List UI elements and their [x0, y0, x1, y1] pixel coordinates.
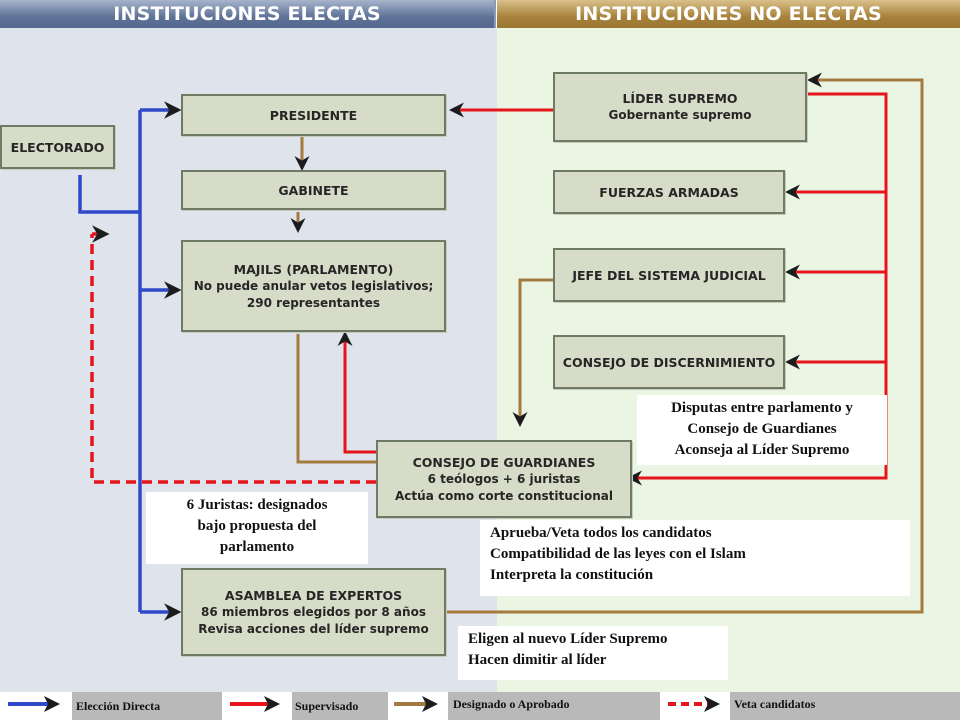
asamblea-title: ASAMBLEA DE EXPERTOS: [224, 587, 403, 603]
discernimiento-note: Disputas entre parlamento y Consejo de G…: [637, 395, 887, 465]
lider-title: LÍDER SUPREMO: [622, 91, 738, 106]
consejo-line2: Actúa como corte constitucional: [395, 488, 613, 503]
juristas-note: 6 Juristas: designados bajo propuesta de…: [146, 492, 368, 564]
gabinete-label: GABINETE: [278, 182, 349, 198]
asamblea-expertos-box: ASAMBLEA DE EXPERTOS 86 miembros elegido…: [181, 568, 446, 656]
presidente-box: PRESIDENTE: [181, 94, 446, 136]
legend-swatch-directa: [0, 692, 72, 720]
header-unelected: INSTITUCIONES NO ELECTAS: [497, 0, 960, 28]
red-arrow-icon: [230, 696, 280, 712]
consejo-note-line2: Compatibilidad de las leyes con el Islam: [490, 546, 746, 562]
consejo-line1: 6 teólogos + 6 juristas: [427, 471, 581, 486]
legend-directa-label: Elección Directa: [76, 699, 161, 713]
red-dashed-arrow-icon: [668, 696, 720, 712]
supervised-lines: [337, 92, 888, 486]
discern-note-line2: Consejo de Guardianes: [687, 421, 837, 437]
majlis-title: MAJILS (PARLAMENTO): [233, 261, 394, 277]
majlis-box: MAJILS (PARLAMENTO) No puede anular veto…: [181, 240, 446, 332]
discernimiento-label: CONSEJO DE DISCERNIMIENTO: [562, 354, 776, 370]
legend-swatch-veta: [660, 692, 730, 720]
juristas-note-line1: 6 Juristas: designados: [186, 497, 328, 513]
header-elected: INSTITUCIONES ELECTAS: [0, 0, 496, 28]
consejo-note: Aprueba/Veta todos los candidatos Compat…: [480, 520, 910, 596]
consejo-discernimiento-box: CONSEJO DE DISCERNIMIENTO: [553, 335, 785, 389]
direct-election-lines: [78, 101, 182, 621]
appointed-lines: [290, 72, 924, 614]
asamblea-line1: 86 miembros elegidos por 8 años: [201, 604, 426, 619]
discern-note-line1: Disputas entre parlamento y: [671, 400, 853, 416]
brown-arrow-icon: [394, 696, 438, 712]
lider-sub: Gobernante supremo: [608, 108, 752, 122]
jefe-label: JEFE DEL SISTEMA JUDICIAL: [572, 267, 766, 283]
majlis-line1: No puede anular vetos legislativos;: [193, 278, 434, 293]
discern-note-line3: Aconseja al Líder Supremo: [674, 442, 850, 458]
legend-swatch-supervisado: [222, 692, 292, 720]
asamblea-line2: Revisa acciones del líder supremo: [198, 621, 429, 636]
majlis-line2: 290 representantes: [246, 295, 381, 310]
asamblea-note-line2: Hacen dimitir al líder: [468, 652, 607, 668]
fuerzas-armadas-box: FUERZAS ARMADAS: [553, 170, 785, 214]
asamblea-note-line1: Eligen al nuevo Líder Supremo: [468, 631, 668, 647]
jefe-judicial-box: JEFE DEL SISTEMA JUDICIAL: [553, 248, 785, 302]
consejo-guardianes-box: CONSEJO DE GUARDIANES 6 teólogos + 6 jur…: [376, 440, 632, 518]
consejo-title: CONSEJO DE GUARDIANES: [412, 454, 596, 470]
legend-designado-label: Designado o Aprobado: [453, 697, 570, 711]
gabinete-box: GABINETE: [181, 170, 446, 210]
consejo-note-line1: Aprueba/Veta todos los candidatos: [490, 525, 712, 541]
blue-arrow-icon: [8, 696, 60, 712]
consejo-note-line3: Interpreta la constitución: [490, 567, 654, 583]
electorado-box: ELECTORADO: [0, 125, 115, 169]
asamblea-note: Eligen al nuevo Líder Supremo Hacen dimi…: [458, 626, 728, 680]
juristas-note-line2: bajo propuesta del: [197, 518, 317, 534]
lider-supremo-box: LÍDER SUPREMO Gobernante supremo: [553, 72, 807, 142]
fuerzas-label: FUERZAS ARMADAS: [599, 184, 739, 200]
juristas-note-line3: parlamento: [219, 539, 295, 555]
veto-line: [90, 225, 376, 484]
legend-supervisado-label: Supervisado: [295, 699, 359, 713]
legend-veta-label: Veta candidatos: [734, 697, 816, 711]
legend-bar: Elección Directa Supervisado Designado o…: [0, 692, 960, 720]
electorado-label: ELECTORADO: [10, 139, 105, 155]
legend-swatch-designado: [388, 692, 448, 720]
presidente-label: PRESIDENTE: [269, 107, 358, 123]
